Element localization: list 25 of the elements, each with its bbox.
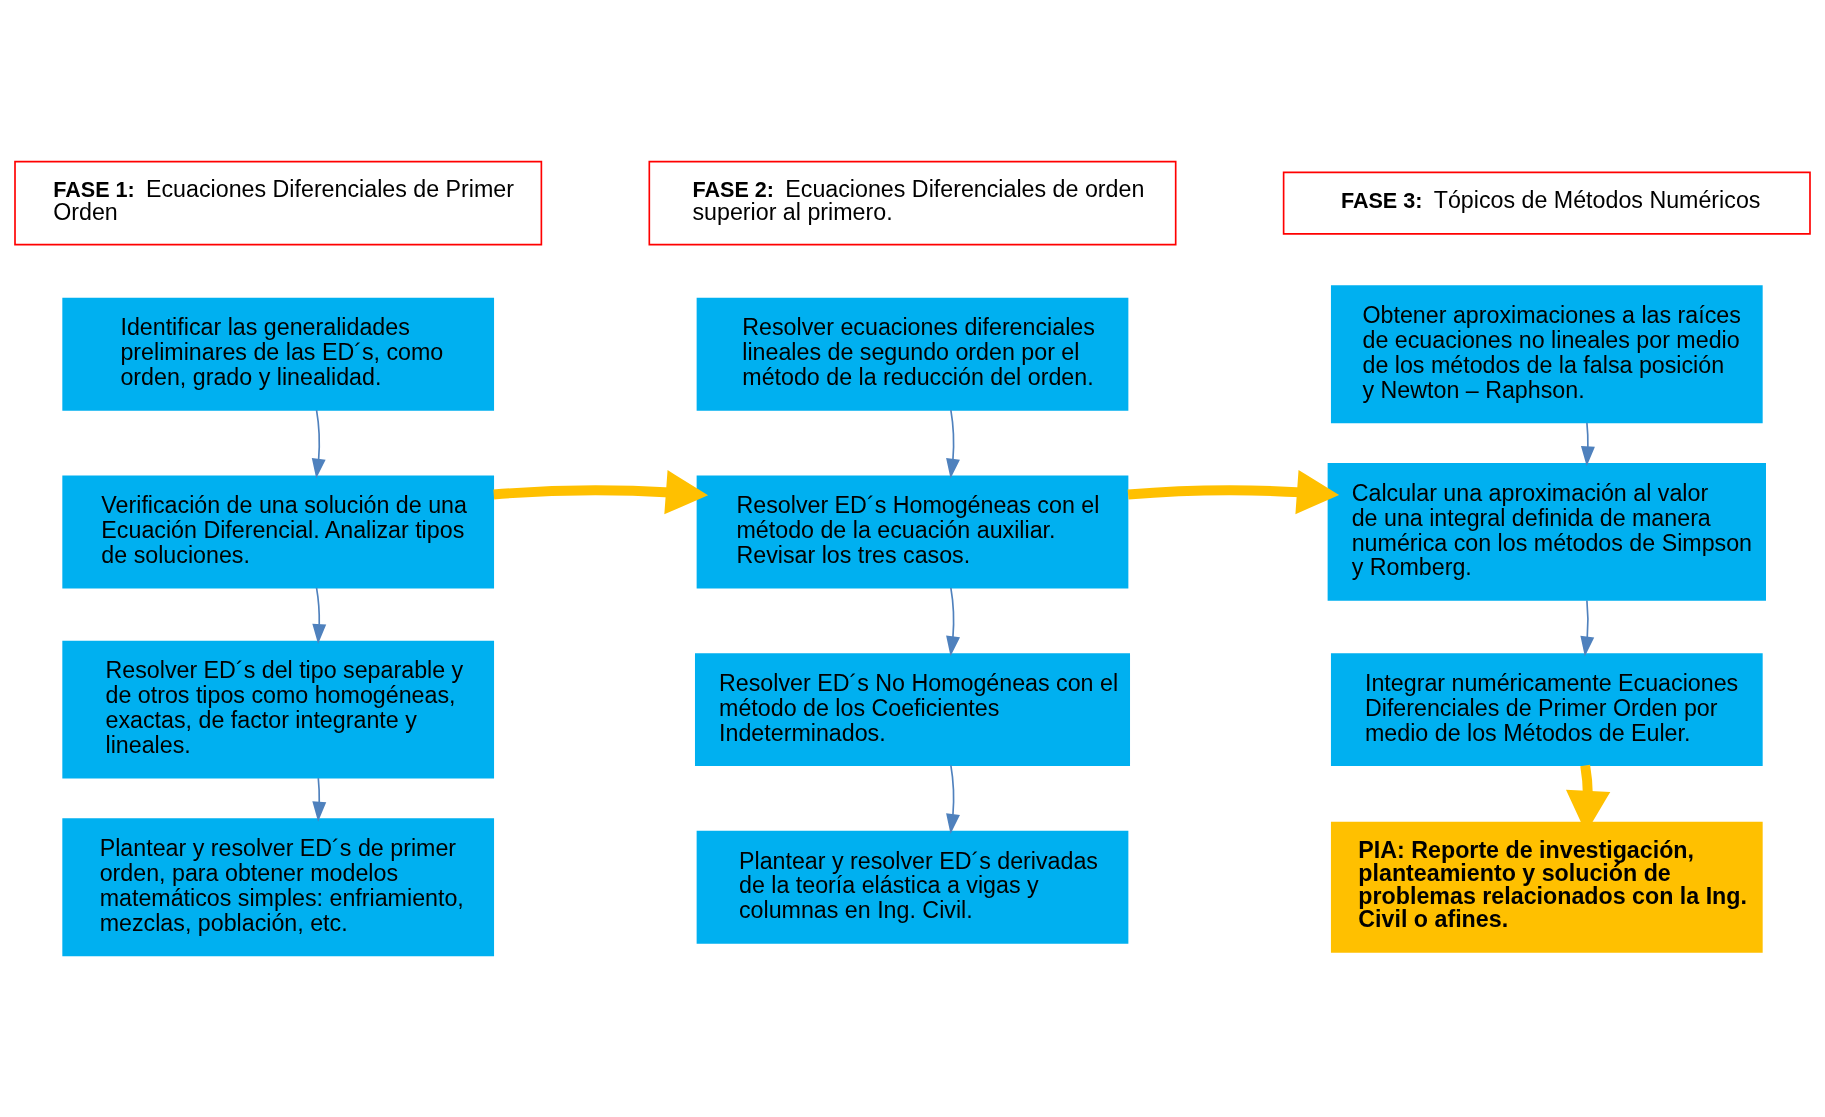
arrow [946, 764, 960, 834]
node-box: FASE 2: Ecuaciones Diferenciales de orden superior al primero. [648, 160, 1177, 246]
node-box: Resolver ED´s No Homogéneas con el método de los Coeficientes Indeterminados. [694, 653, 1130, 767]
node-box: Resolver ED´s del tipo separable y de otros tipos como homogéneas, exactas, de factor integrante y lineales. [62, 640, 495, 779]
arrow [1580, 422, 1595, 467]
node-box: Calcular una aproximación al valor de una integral definida de manera numérica con los métodos de Simpson y Romberg. [1327, 463, 1766, 601]
arrow [312, 586, 327, 644]
arrow [1127, 469, 1340, 515]
node-box: Verificación de una solución de una Ecuación Diferencial. Analizar tipos de soluciones. [62, 475, 495, 589]
node-box: FASE 1: Ecuaciones Diferenciales de Primer Orden [14, 160, 543, 246]
node-box: Resolver ecuaciones diferenciales lineales de segundo orden por el método de la reducción del orden. [696, 297, 1129, 411]
arrow [946, 409, 960, 479]
arrow [312, 777, 327, 822]
node-box: Identificar las generalidades preliminares de las ED´s, como orden, grado y linealidad. [62, 297, 495, 411]
node-box: Resolver ED´s Homogéneas con el método de la ecuación auxiliar. Revisar los tres casos. [696, 475, 1129, 589]
node-box: FASE 3: Tópicos de Métodos Numéricos [1282, 171, 1811, 235]
node-box: Obtener aproximaciones a las raíces de ecuaciones no lineales por medio de los métodos de la falsa posición y Newton – Raphson. [1330, 285, 1763, 424]
node-box: Plantear y resolver ED´s derivadas de la teoría elástica a vigas y columnas en Ing. Civil. [696, 830, 1129, 944]
node-box: PIA: Reporte de investigación, planteamiento y solución de problemas relacionados con la Ing. Civil o afines. [1330, 821, 1763, 953]
arrow [311, 409, 326, 479]
node-box: Integrar numéricamente Ecuaciones Diferenciales de Primer Orden por medio de los Métodos de Euler. [1330, 653, 1763, 767]
arrow [493, 470, 709, 515]
node-box: Plantear y resolver ED´s de primer orden, para obtener modelos matemáticos simples: enfriamiento, mezclas, población, etc. [62, 818, 495, 957]
arrow [946, 586, 960, 657]
arrow [1580, 599, 1595, 657]
